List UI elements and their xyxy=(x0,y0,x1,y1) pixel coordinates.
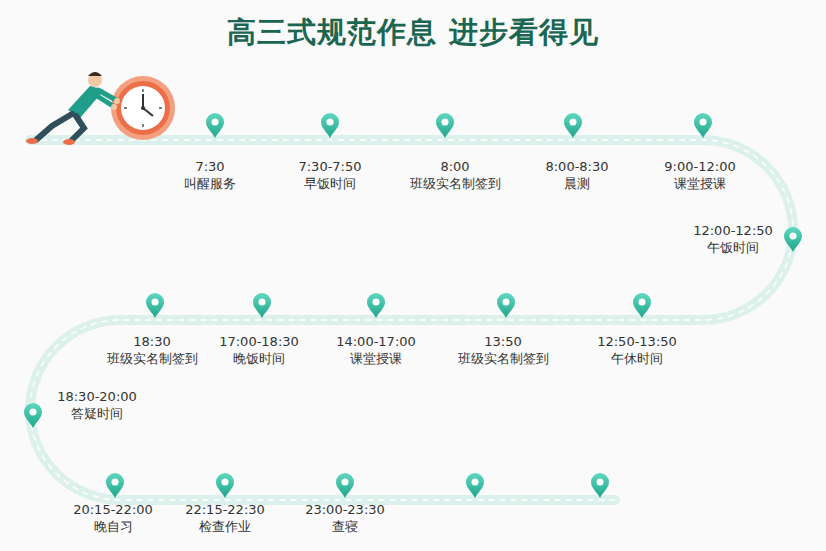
pin-marker xyxy=(24,403,42,428)
pin-marker xyxy=(321,113,339,138)
activity-label: 班级实名制签到 xyxy=(107,351,198,367)
time-label: 12:00-12:50 xyxy=(693,223,773,239)
time-label: 12:50-13:50 xyxy=(597,334,677,350)
activity-label: 早饭时间 xyxy=(304,176,356,192)
activity-label: 叫醒服务 xyxy=(184,176,236,192)
activity-label: 答疑时间 xyxy=(71,406,123,422)
pin-marker xyxy=(206,113,224,138)
time-label: 8:00-8:30 xyxy=(545,159,608,175)
activity-label: 课堂授课 xyxy=(674,176,726,192)
activity-label: 晨测 xyxy=(564,176,590,192)
pin-marker xyxy=(694,113,712,138)
pin-marker xyxy=(216,473,234,498)
pin-marker xyxy=(253,293,271,318)
pin-markers xyxy=(24,113,802,498)
activity-label: 班级实名制签到 xyxy=(410,176,501,192)
time-label: 8:00 xyxy=(440,159,469,175)
activity-label: 晚饭时间 xyxy=(233,351,285,367)
time-label: 22:15-22:30 xyxy=(185,502,265,518)
activity-label: 课堂授课 xyxy=(350,351,402,367)
time-label: 20:15-22:00 xyxy=(73,502,153,518)
pin-marker xyxy=(367,293,385,318)
time-label: 7:30 xyxy=(195,159,224,175)
pin-marker xyxy=(436,113,454,138)
time-label: 9:00-12:00 xyxy=(664,159,735,175)
pin-marker xyxy=(564,113,582,138)
pin-marker xyxy=(106,473,124,498)
time-label: 14:00-17:00 xyxy=(336,334,416,350)
time-label: 7:30-7:50 xyxy=(298,159,361,175)
time-label: 18:30-20:00 xyxy=(57,389,137,405)
activity-label: 查寝 xyxy=(332,519,358,535)
activity-label: 午饭时间 xyxy=(707,240,759,256)
runner-illustration xyxy=(26,72,175,145)
time-label: 13:50 xyxy=(484,334,521,350)
road-band xyxy=(30,140,793,500)
time-label: 18:30 xyxy=(133,334,170,350)
pin-marker xyxy=(146,293,164,318)
time-label: 17:00-18:30 xyxy=(219,334,299,350)
timeline-road xyxy=(30,140,793,500)
activity-label: 检查作业 xyxy=(199,519,251,535)
time-label: 23:00-23:30 xyxy=(305,502,385,518)
page-title: 高三式规范作息 进步看得见 xyxy=(227,14,598,50)
pin-marker xyxy=(591,473,609,498)
pin-marker xyxy=(633,293,651,318)
road-dash xyxy=(30,140,793,500)
activity-label: 晚自习 xyxy=(94,519,133,535)
activity-label: 午休时间 xyxy=(611,351,663,367)
pin-marker xyxy=(784,227,802,252)
pin-marker xyxy=(466,473,484,498)
pin-marker xyxy=(497,293,515,318)
activity-label: 班级实名制签到 xyxy=(458,351,549,367)
pin-marker xyxy=(336,473,354,498)
